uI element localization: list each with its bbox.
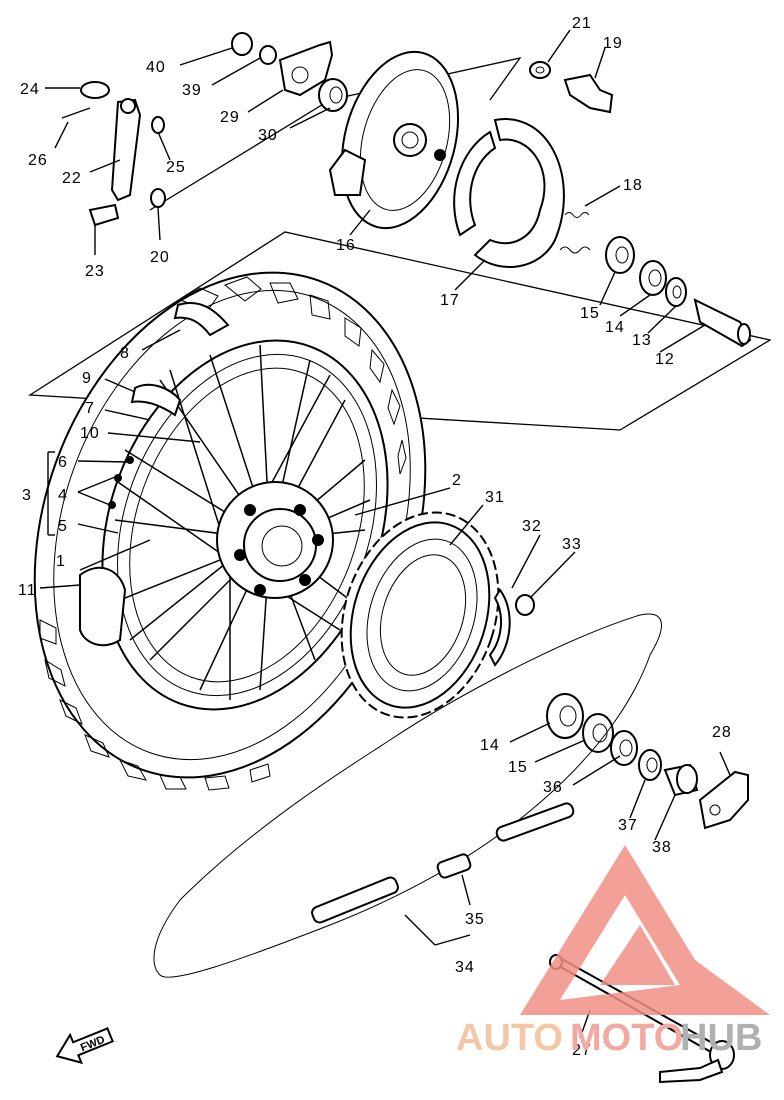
brake-arm [61, 81, 166, 227]
callout-12: 12 [655, 351, 675, 368]
callout-25: 25 [166, 159, 186, 176]
assembly-outline [27, 231, 772, 431]
rear-sprocket [340, 511, 500, 719]
callout-24: 24 [20, 81, 40, 98]
callout-15b: 15 [508, 759, 528, 776]
callout-17: 17 [440, 292, 460, 309]
leader-lines [39, 29, 731, 1039]
lock-washer [488, 588, 511, 667]
callout-37: 37 [618, 817, 638, 834]
sprocket-nut [515, 594, 535, 616]
callout-4: 4 [58, 487, 68, 504]
callout-2: 2 [452, 472, 462, 489]
callout-32: 32 [522, 518, 542, 535]
mud-flap [79, 566, 127, 647]
watermark-hub: HUB [680, 1017, 762, 1059]
callout-23: 23 [85, 263, 105, 280]
callout-20: 20 [150, 249, 170, 266]
watermark-moto: MOTO [570, 1017, 683, 1059]
drive-chain [153, 613, 662, 978]
callout-14b: 14 [480, 737, 500, 754]
rear-wheel [33, 271, 427, 791]
callout-1: 1 [56, 553, 66, 570]
callout-9: 9 [82, 370, 92, 387]
callout-16: 16 [336, 237, 356, 254]
brake-shoe-plate [328, 50, 460, 230]
chain-links [311, 802, 575, 924]
callout-38: 38 [652, 839, 672, 856]
callout-18: 18 [623, 177, 643, 194]
tube [130, 383, 182, 417]
callout-11: 11 [18, 582, 37, 599]
callout-3: 3 [22, 487, 32, 504]
callout-15: 15 [580, 305, 600, 322]
right-hub-bearings [546, 693, 699, 797]
callout-22: 22 [62, 170, 82, 187]
chain-puller [698, 770, 749, 830]
brake-cam [529, 61, 614, 114]
callout-labels: 1 2 3 4 5 6 7 8 9 10 11 12 13 14 15 16 1… [18, 15, 732, 1059]
callout-6: 6 [58, 454, 68, 471]
callout-13: 13 [632, 332, 652, 349]
callout-40: 40 [146, 59, 166, 76]
callout-7: 7 [85, 400, 95, 417]
fwd-label: FWD [79, 1034, 107, 1055]
callout-27: 27 [572, 1042, 592, 1059]
callout-30: 30 [258, 127, 278, 144]
watermark: AUTO MOTO HUB [456, 845, 770, 1059]
callout-33: 33 [562, 536, 582, 553]
callout-5: 5 [58, 518, 68, 535]
callout-39: 39 [182, 82, 202, 99]
callout-19: 19 [603, 35, 623, 52]
callout-21: 21 [572, 15, 592, 32]
callout-35: 35 [465, 911, 485, 928]
callout-34: 34 [455, 959, 475, 976]
watermark-auto: AUTO [456, 1017, 563, 1059]
callout-14: 14 [605, 319, 625, 336]
brake-shoes [453, 118, 565, 268]
shoe-spring [559, 212, 591, 254]
callout-29: 29 [220, 109, 240, 126]
forward-marker: FWD [55, 1027, 114, 1065]
callout-31: 31 [485, 489, 505, 506]
callout-8: 8 [120, 345, 130, 362]
rim-band [173, 302, 230, 337]
tire-tread [39, 276, 407, 791]
axle-bearings [605, 236, 752, 348]
callout-36: 36 [543, 779, 563, 796]
callout-26: 26 [28, 152, 48, 169]
callout-28: 28 [712, 724, 732, 741]
watermark-logo-icon [520, 845, 770, 1015]
callout-10: 10 [80, 425, 100, 442]
arm-hardware [231, 32, 348, 112]
